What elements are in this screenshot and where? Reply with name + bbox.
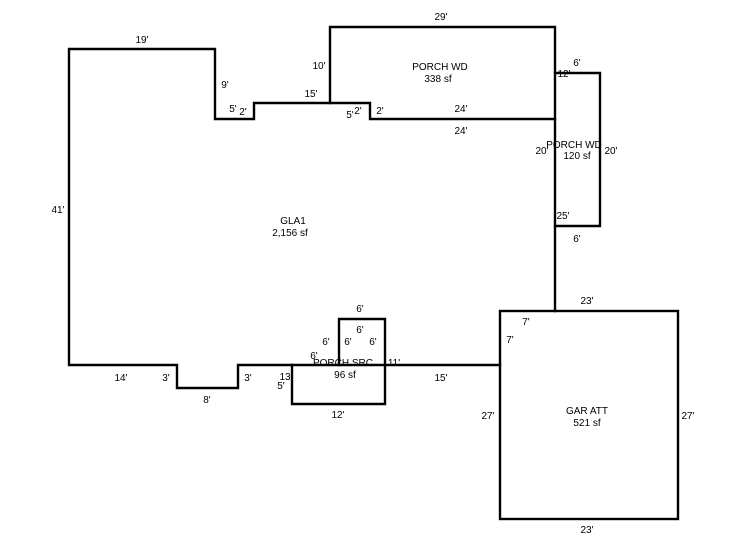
dim-screen-tab-top: 6' (356, 304, 364, 315)
dim-gla-notch-2a: 2' (239, 107, 247, 118)
dim-gla-bottom-15: 15' (434, 373, 447, 384)
dim-screen-tab-inner-top: 6' (356, 325, 364, 336)
porch-right-size-label: 120 sf (563, 151, 590, 162)
dim-gla-bottom-left: 14' (114, 373, 127, 384)
dim-gla-notch-2c: 2' (376, 106, 384, 117)
dim-garage-notch-7b: 7' (506, 335, 514, 346)
dim-gla-step-3b: 3' (244, 373, 252, 384)
garage-name-label: GAR ATT (566, 406, 608, 417)
dim-gla-right-25: 25' (556, 211, 569, 222)
dim-garage-left: 27' (481, 411, 494, 422)
dim-gla-top: 19' (135, 35, 148, 46)
dim-porch-right-12: 12' (557, 69, 570, 80)
porch-screen-name-label: PORCH SRC (313, 358, 373, 369)
dim-gla-bottom-11: 11' (388, 358, 400, 369)
garage-outline (498, 309, 680, 521)
dim-gla-notch-down: 9' (221, 80, 229, 91)
dim-gla-step-3a: 3' (162, 373, 170, 384)
dim-gla-bottom-5: 5' (277, 381, 285, 392)
dim-screen-tab-inner-left: 6' (344, 337, 352, 348)
dim-gla-top-right: 24' (454, 126, 467, 137)
dim-porch-top-left: 10' (312, 61, 325, 72)
dim-garage-right: 27' (681, 411, 694, 422)
dim-porch-top-bottom: 24' (454, 104, 467, 115)
dim-gla-bottom-13: 13' (279, 372, 292, 383)
dim-gla-right-20: 20' (535, 146, 548, 157)
dim-screen-tab-left: 6' (322, 337, 330, 348)
dim-gla-step-8: 8' (203, 395, 211, 406)
porch-top-size-label: 338 sf (424, 74, 451, 85)
porch-wd-right-outline (553, 71, 602, 228)
dim-porch-right-side: 20' (604, 146, 617, 157)
garage-size-label: 521 sf (573, 418, 600, 429)
porch-screened-outline (290, 317, 387, 406)
porch-top-name-label: PORCH WD (412, 62, 468, 73)
gla-size-label: 2,156 sf (272, 228, 308, 239)
dim-porch-right-top: 6' (573, 58, 581, 69)
dim-gla-bottom-6: 6' (310, 351, 318, 362)
dim-gla-left: 41' (51, 205, 64, 216)
dim-gla-span-15: 15' (304, 89, 317, 100)
dim-porch-top-width: 29' (434, 12, 447, 23)
dim-screen-bottom: 12' (331, 410, 344, 421)
dim-gla-notch-2b: 2' (354, 106, 362, 117)
dim-gla-notch-5a: 5' (229, 104, 237, 115)
dim-garage-bottom: 23' (580, 525, 593, 536)
gla-name-label: GLA1 (280, 216, 306, 227)
dim-garage-top: 23' (580, 296, 593, 307)
porch-wd-top-outline (328, 25, 557, 121)
porch-right-name-label: PORCH WD (546, 140, 602, 151)
dim-porch-right-bottom: 6' (573, 234, 581, 245)
dim-gla-notch-5b: 5' (346, 110, 354, 121)
dim-garage-notch-7a: 7' (522, 317, 530, 328)
gla1-outline (67, 47, 557, 390)
dim-screen-tab-inner-right: 6' (369, 337, 377, 348)
porch-screen-size-label: 96 sf (334, 370, 356, 381)
